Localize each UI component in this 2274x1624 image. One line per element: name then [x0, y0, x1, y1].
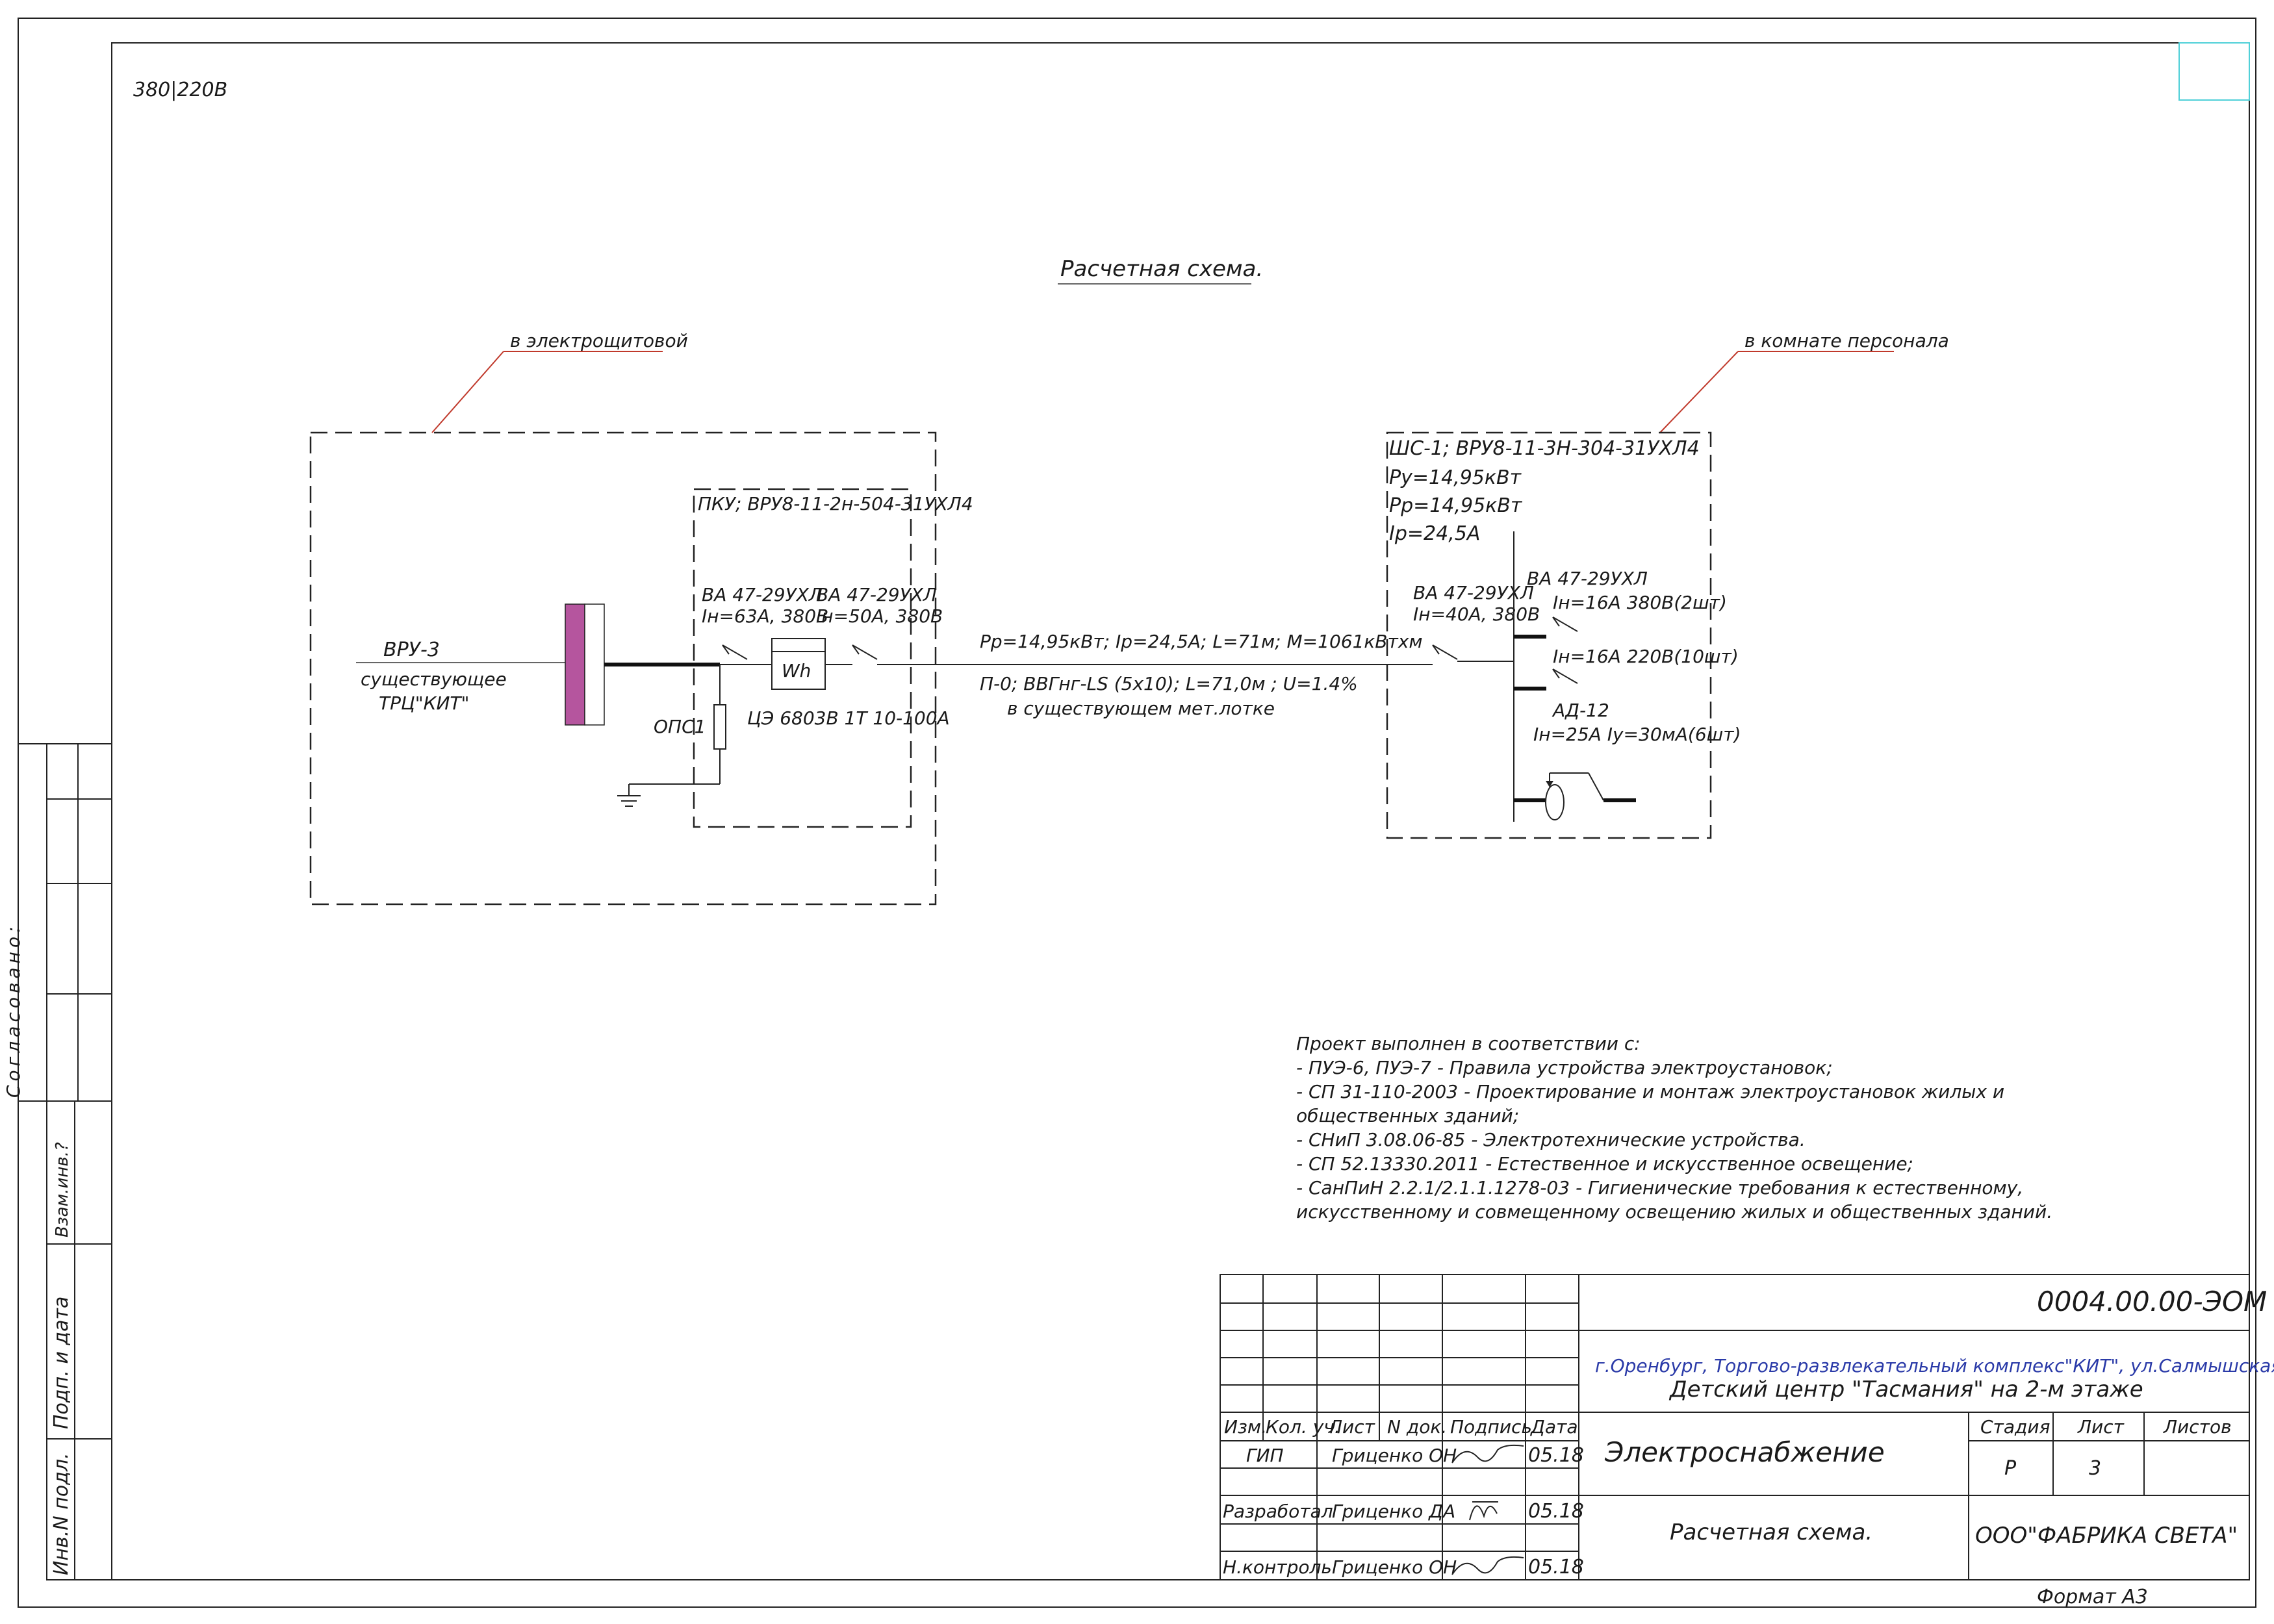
title-block	[1220, 1274, 2250, 1580]
shs-pp: Pр=14,95кВт	[1389, 494, 1523, 517]
supply-name: ВРУ-3	[383, 639, 440, 661]
shs-out-breaker-type: ВА 47-29УХЛ	[1527, 568, 1648, 589]
stamp-object: Детский центр "Тасмания" на 2-м этаже	[1668, 1377, 2143, 1402]
note-line: - СанПиН 2.2.1/2.1.1.1278-03 - Гигиениче…	[1296, 1177, 2023, 1199]
person-name-0: Гриценко ОН	[1332, 1445, 1457, 1466]
notes-block: Проект выполнен в соответствии с: - ПУЭ-6…	[1296, 1033, 2052, 1223]
side-stamp	[18, 743, 112, 1580]
cable-line3: в существующем мет.лотке	[1007, 698, 1275, 719]
hdr-izm: Изм.	[1224, 1416, 1267, 1438]
person-name-1: Гриценко ДА	[1332, 1501, 1455, 1522]
shs-title: ШС-1; ВРУ8-11-3Н-304-31УХЛ4	[1389, 437, 1700, 460]
side-sign-date: Подп. и дата	[50, 1297, 73, 1429]
shs-main-breaker-type: ВА 47-29УХЛ	[1413, 582, 1534, 603]
person-date-0: 05.18	[1528, 1444, 1584, 1467]
pku-breaker2-blade	[852, 644, 878, 660]
note-line: - СП 52.13330.2011 - Естественное и иску…	[1296, 1153, 1913, 1174]
surge-arrester	[713, 704, 726, 750]
shs-ip: Iр=24,5А	[1389, 522, 1480, 545]
supply-line2: существующее	[361, 668, 507, 690]
stamp-sheet-label: Лист	[2077, 1416, 2125, 1438]
hdr-podpis: Подпись	[1450, 1416, 1532, 1438]
shs-out1-blade	[1552, 616, 1578, 632]
stamp-stage-label: Стадия	[1980, 1416, 2050, 1438]
signature-1	[1469, 1501, 1498, 1521]
callout-left: в электрощитовой	[510, 330, 688, 351]
shs-out2: Iн=16А 220В(10шт)	[1553, 646, 1739, 667]
side-inv-replace: Взам.инв.?	[53, 1142, 72, 1237]
stamp-address: г.Оренбург, Торгово-развлекательный комп…	[1595, 1355, 2274, 1377]
person-role-1: Разработал	[1223, 1501, 1333, 1522]
outer-frame	[18, 18, 2256, 1608]
shs-out1: Iн=16А 380В(2шт)	[1553, 592, 1727, 613]
stamp-section: Электроснабжение	[1604, 1436, 1885, 1468]
stamp-sheet-title: Расчетная схема.	[1670, 1519, 1872, 1545]
rcd-arrowhead	[1546, 781, 1553, 787]
shs-main-breaker-tick	[1432, 644, 1440, 655]
note-line: общественных зданий;	[1296, 1105, 1519, 1126]
hdr-data: Дата	[1529, 1416, 1578, 1438]
rcd-out	[1588, 772, 1604, 801]
pku-enclosure	[693, 488, 912, 828]
cable-line2: П-0; ВВГнг-LS (5х10); L=71,0м ; U=1.4%	[980, 673, 1358, 694]
pku-breaker2-type: ВА 47-29УХЛ	[816, 584, 937, 605]
note-line: Проект выполнен в соответствии с:	[1296, 1033, 1641, 1054]
side-inv-orig: Инв.N подл.	[50, 1453, 73, 1575]
meter-symbol: Wh	[782, 660, 811, 681]
pku-breaker1-tick	[722, 644, 730, 655]
stamp-format: Формат А3	[2037, 1586, 2148, 1608]
person-date-2: 05.18	[1528, 1556, 1584, 1579]
page-title: Расчетная схема.	[1060, 256, 1263, 282]
person-date-1: 05.18	[1528, 1500, 1584, 1523]
corner-mark	[2178, 42, 2250, 101]
busbar-white	[584, 603, 605, 726]
side-agreed: Согласовано:	[3, 922, 24, 1098]
callout-right-leader	[1659, 351, 1739, 433]
person-role-2: Н.контроль	[1223, 1556, 1332, 1578]
electrical-room-enclosure	[309, 431, 937, 906]
shs-out2-tick	[1552, 668, 1560, 679]
note-line: - ПУЭ-6, ПУЭ-7 - Правила устройства элек…	[1296, 1057, 1833, 1078]
shs-out1-tick	[1552, 616, 1560, 627]
shs-py: Py=14,95кВт	[1389, 466, 1522, 489]
voltage-note: 380|220В	[133, 79, 227, 101]
note-line: искусственному и совмещенному освещению …	[1296, 1201, 2052, 1223]
pku-title: ПКУ; ВРУ8-11-2н-504-31УХЛ4	[698, 493, 973, 514]
rcd-symbol	[1545, 784, 1565, 820]
shs-rcd-type: АД-12	[1552, 700, 1609, 721]
person-name-2: Гриценко ОН	[1332, 1556, 1457, 1578]
shs-enclosure	[1386, 431, 1712, 839]
pku-breaker2-tick	[852, 644, 860, 655]
note-line: - СП 31-110-2003 - Проектирование и монт…	[1296, 1081, 2004, 1102]
person-role-0: ГИП	[1246, 1445, 1284, 1466]
busbar-magenta	[565, 603, 585, 726]
supply-line3: ТРЦ"КИТ"	[379, 692, 469, 714]
meter-name: ЦЭ 6803В 1Т 10-100А	[747, 707, 950, 729]
signature-2	[1451, 1556, 1524, 1575]
stamp-company: ООО"ФАБРИКА СВЕТА"	[1975, 1523, 2238, 1549]
callout-right: в комнате персонала	[1744, 330, 1949, 351]
shs-main-breaker-blade	[1432, 644, 1458, 660]
callout-left-leader	[431, 351, 504, 433]
pku-breaker1-rating: Iн=63А, 380В	[702, 605, 828, 627]
hdr-kol: Кол. уч.	[1266, 1416, 1340, 1438]
surge-label: ОПС1	[654, 716, 706, 737]
cable-line1: Pр=14,95кВт; Iр=24,5А; L=71м; M=1061кВтх…	[980, 631, 1423, 652]
shs-out2-blade	[1552, 668, 1578, 684]
stamp-sheets-label: Листов	[2163, 1416, 2232, 1438]
shs-rcd-rating: Iн=25А Iу=30мА(6шт)	[1533, 724, 1741, 745]
note-line: - СНиП 3.08.06-85 - Электротехнические у…	[1296, 1129, 1806, 1150]
pku-breaker2-rating: Iн=50А, 380В	[816, 605, 943, 627]
doc-code: 0004.00.00-ЭОМ	[2037, 1286, 2267, 1317]
stamp-sheet: 3	[2089, 1457, 2101, 1480]
hdr-ndok: N док.	[1387, 1416, 1447, 1438]
stamp-stage: Р	[2004, 1457, 2017, 1480]
signature-0	[1451, 1444, 1524, 1464]
hdr-list: Лист	[1328, 1416, 1375, 1438]
pku-breaker1-type: ВА 47-29УХЛ	[702, 584, 823, 605]
pku-breaker1-blade	[722, 644, 748, 660]
shs-main-breaker-rating: Iн=40А, 380В	[1413, 603, 1540, 625]
